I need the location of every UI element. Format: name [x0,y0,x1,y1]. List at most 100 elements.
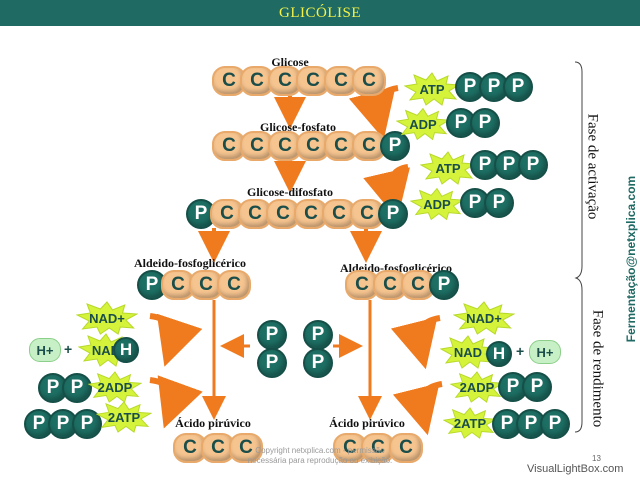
phosphate-bead: P [470,108,500,138]
carbon-bead: C [229,433,263,463]
h-plus-left: H+ [29,338,61,362]
copyright-line-2: necessária para reprodução ou exibição. [247,456,393,465]
label-glicose-difosfato: Glicose-difosfato [247,185,333,199]
carbon-bead: C [389,433,423,463]
adp-star-2: ADP [410,187,464,221]
adp-star-1: ADP [396,107,450,141]
starburst-icon [443,407,497,439]
phosphate-bead: P [303,320,333,350]
starburst-icon [410,187,464,221]
atp-star-1: ATP [404,72,460,106]
phosphate-bead: P [540,409,570,439]
carbon-bead: C [401,270,435,300]
two-atp-star-left: 2ATP [96,401,152,433]
two-adp-star-left: 2ADP [88,371,142,403]
nad-plus-star-right: NAD+ [453,301,515,335]
two-adp-label-right: 2ADP [459,379,495,395]
nad-plus-star-left: NAD+ [76,301,138,335]
phase-activation-label: Fase de activação [584,113,601,220]
page-number: 13 [592,454,601,463]
page-title: GLICÓLISE [279,5,361,21]
starburst-icon [396,107,450,141]
phosphate-bead: P [378,199,408,229]
h-plus-right: H+ [529,340,561,364]
curve-arrow-adp-right [392,381,443,436]
copyright-note: Copyright netxplica.com - permissão nece… [220,446,420,466]
two-adp-star-right: 2ADP [450,371,504,403]
label-acido-left: Ácido pirúvico [175,416,251,430]
nadh-hydrogen-right: H [486,339,512,369]
two-atp-label-left: 2ATP [107,409,141,425]
two-adp-label-left: 2ADP [97,379,133,395]
label-glicose-fosfato: Glicose-fosfato [260,120,336,134]
credit-text: Fermentação@netxplica.com [624,175,638,343]
adp-label-1: ADP [409,116,437,132]
nad-label-right: NAD [453,344,483,360]
curve-arrow-atp1 [348,85,399,140]
watermark: VisualLightBox.com [527,463,624,475]
plus-sign-right: + [516,343,525,359]
h-plus-label-left: H+ [36,342,54,358]
carbon-bead: C [173,433,207,463]
label-acido-right: Ácido pirúvico [329,416,405,430]
curve-arrow-atp2 [363,164,411,220]
starburst-icon [404,72,460,106]
starburst-icon [453,301,515,335]
atp-label-2: ATP [435,160,461,176]
starburst-icon [96,401,152,433]
title-banner: GLICÓLISE [0,0,640,26]
two-atp-star-right: 2ATP [443,407,497,439]
starburst-icon [440,335,496,369]
curve-arrow-adp-left [149,375,203,429]
phosphate-bead: P [522,372,552,402]
atp-star-2: ATP [420,151,476,185]
starburst-icon [76,301,138,335]
plus-sign-left: + [64,341,73,357]
nad-star-right: NAD [440,335,496,369]
copyright-line-1: Copyright netxplica.com - permissão [255,446,385,455]
phosphate-bead: P [503,72,533,102]
adp-label-2: ADP [423,196,451,212]
phosphate-bead: P [429,270,459,300]
carbon-bead: C [296,131,330,161]
carbon-bead: C [345,270,379,300]
phase-bracket [574,61,583,433]
carbon-bead: C [212,131,246,161]
starburst-icon [88,371,142,403]
nad-plus-label-left: NAD+ [89,310,125,326]
label-glicose: Glicose [271,55,309,69]
phosphate-bead: P [62,373,92,403]
h-plus-label-right: H+ [536,344,554,360]
carbon-bead: C [217,270,251,300]
two-atp-label-right: 2ATP [453,415,487,431]
nad-plus-label-right: NAD+ [466,310,502,326]
phase-yield-label: Fase de rendimento [589,309,606,428]
phosphate-bead: P [257,348,287,378]
hydrogen-bead: H [486,341,512,367]
nadh-hydrogen-left: H [113,335,139,365]
starburst-icon [450,371,504,403]
phosphate-bead: P [257,320,287,350]
atp-label-1: ATP [419,81,445,97]
phosphate-bead: P [484,188,514,218]
phosphate-bead: P [380,131,410,161]
curve-arrow-nad-left [149,313,203,367]
